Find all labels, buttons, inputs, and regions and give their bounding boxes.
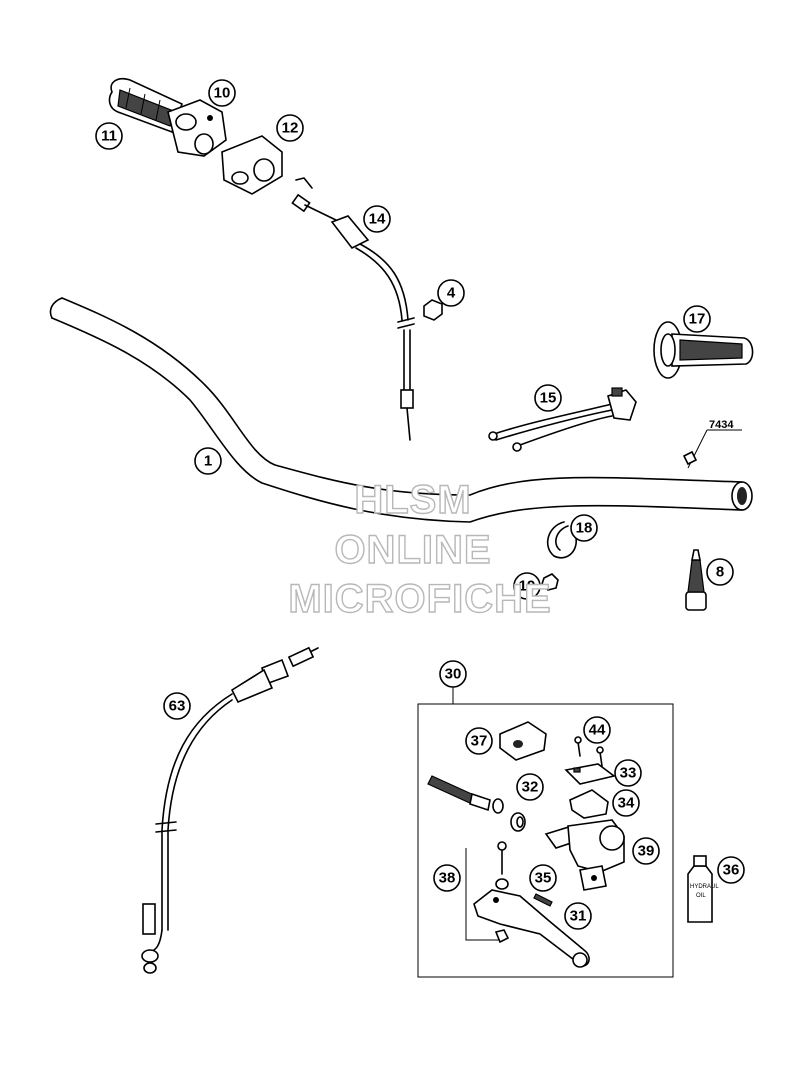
- clutch-lever: [473, 889, 590, 968]
- svg-text:15: 15: [540, 390, 557, 407]
- svg-text:4: 4: [447, 285, 456, 302]
- throttle-cable: [291, 177, 415, 441]
- hydraulic-oil-bottle: HYDRAUL OIL: [687, 855, 719, 923]
- svg-text:63: 63: [169, 698, 186, 715]
- svg-text:39: 39: [638, 843, 655, 860]
- throttle-cover: [221, 135, 283, 195]
- pivot-bolt: [465, 841, 510, 944]
- svg-text:35: 35: [535, 870, 552, 887]
- callout-34: 34: [612, 789, 640, 817]
- callout-15: 15: [534, 384, 562, 412]
- throttle-grip: [108, 77, 183, 134]
- callout-17: 17: [683, 305, 711, 333]
- svg-text:37: 37: [471, 733, 488, 750]
- svg-text:17: 17: [689, 311, 706, 328]
- left-grip: [653, 321, 754, 379]
- grip-glue-tube: [685, 549, 707, 611]
- callout-1: 1: [194, 447, 222, 475]
- bottle-label-line1: HYDRAUL: [690, 884, 719, 890]
- callout-39: 39: [632, 837, 660, 865]
- svg-text:33: 33: [620, 765, 637, 782]
- svg-text:30: 30: [445, 666, 462, 683]
- watermark-line2: ONLINE: [334, 528, 491, 572]
- callout-32: 32: [516, 773, 544, 801]
- diaphragm: [569, 789, 609, 819]
- svg-text:19: 19: [519, 578, 536, 595]
- svg-text:11: 11: [101, 128, 117, 145]
- svg-text:18: 18: [576, 520, 593, 537]
- callout-18: 18: [570, 514, 598, 542]
- watermark-line1: HLSM: [354, 478, 471, 522]
- screws: [574, 736, 604, 767]
- svg-text:31: 31: [570, 908, 587, 925]
- callout-4: 4: [437, 279, 465, 307]
- callout-14: 14: [363, 205, 391, 233]
- nut: [423, 299, 443, 321]
- clutch-cable: [141, 646, 319, 974]
- svg-text:8: 8: [716, 564, 724, 581]
- clamp-bracket: [499, 721, 547, 761]
- adjuster-pin: [533, 893, 553, 907]
- callout-63: 63: [163, 692, 191, 720]
- callout-30: 30: [439, 660, 467, 688]
- watermark-line3: MICROFICHE: [288, 577, 551, 621]
- master-cylinder: [544, 819, 625, 891]
- reservoir-cover: [564, 763, 616, 785]
- part-number-label: 7434: [709, 419, 734, 431]
- svg-text:1: 1: [204, 453, 212, 470]
- callout-11: 11: [95, 122, 123, 150]
- callout-19: 19: [513, 572, 541, 600]
- svg-text:36: 36: [723, 862, 740, 879]
- clutch-kit-box: [417, 686, 674, 978]
- callout-8: 8: [706, 558, 734, 586]
- svg-text:12: 12: [282, 120, 299, 137]
- callout-44: 44: [583, 716, 611, 744]
- svg-text:32: 32: [522, 779, 539, 796]
- kill-switch: [488, 387, 637, 452]
- bottle-label-line2: OIL: [696, 893, 706, 899]
- callout-12: 12: [276, 114, 304, 142]
- callout-36: 36: [717, 856, 745, 884]
- piston-kit: [427, 775, 526, 832]
- svg-text:14: 14: [369, 211, 386, 228]
- handlebar: [49, 297, 753, 523]
- svg-text:38: 38: [439, 870, 456, 887]
- small-nut: [541, 573, 559, 591]
- callout-31: 31: [564, 902, 592, 930]
- callout-33: 33: [614, 759, 642, 787]
- svg-text:34: 34: [618, 795, 635, 812]
- plug-7434: 7434: [682, 419, 742, 469]
- callout-38: 38: [433, 864, 461, 892]
- svg-text:10: 10: [214, 85, 231, 102]
- cable-clamp: [546, 521, 577, 559]
- callout-37: 37: [465, 727, 493, 755]
- throttle-housing: [167, 99, 227, 157]
- watermark: HLSM ONLINE MICROFICHE: [288, 477, 552, 621]
- svg-text:44: 44: [589, 722, 606, 739]
- callout-35: 35: [529, 864, 557, 892]
- callout-10: 10: [208, 79, 236, 107]
